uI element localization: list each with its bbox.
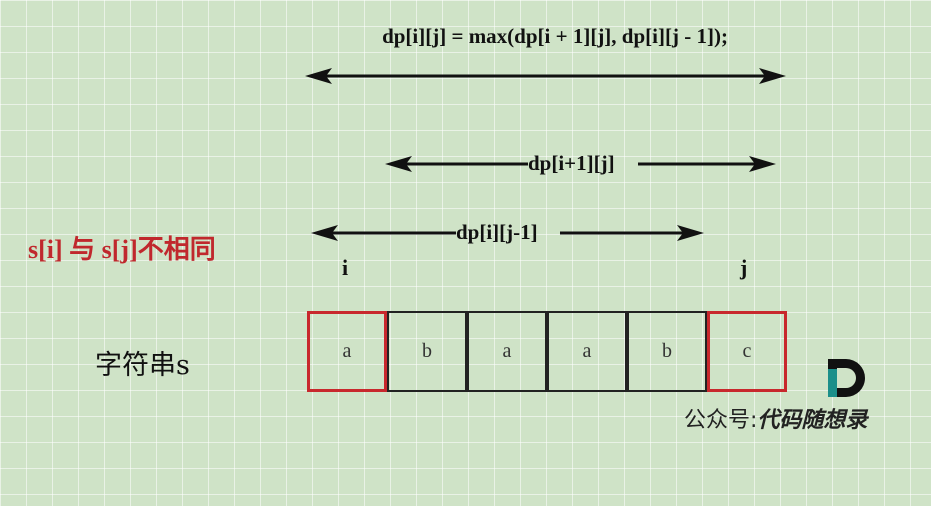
- dp-i-plus-1-arrow: [385, 156, 776, 172]
- full-range-arrow: [305, 68, 786, 84]
- brand-text: 公众号:代码随想录: [684, 402, 867, 434]
- string-label: 字符串s: [95, 350, 190, 381]
- formula: dp[i][j] = max(dp[i + 1][j], dp[i][j - 1…: [382, 24, 728, 48]
- cell-1: b: [387, 311, 467, 392]
- cell-4: b: [627, 311, 707, 392]
- brand-prefix: 公众号:: [684, 408, 758, 433]
- dp-i-plus-1-label: dp[i+1][j]: [528, 151, 615, 175]
- cell-3: a: [547, 311, 627, 392]
- index-i-label: i: [342, 255, 349, 280]
- cell-5: c: [707, 311, 787, 392]
- dp-j-minus-1-label: dp[i][j-1]: [456, 220, 538, 244]
- string-cells: a b a a b c: [307, 311, 788, 392]
- index-j-label: j: [740, 255, 748, 280]
- condition-text: s[i] 与 s[j]不相同: [28, 235, 216, 264]
- cell-2: a: [467, 311, 547, 392]
- brand-name: 代码随想录: [757, 407, 868, 433]
- dp-j-minus-1-arrow: [311, 225, 704, 241]
- cell-0: a: [307, 311, 387, 392]
- logo-d-icon: [828, 359, 865, 397]
